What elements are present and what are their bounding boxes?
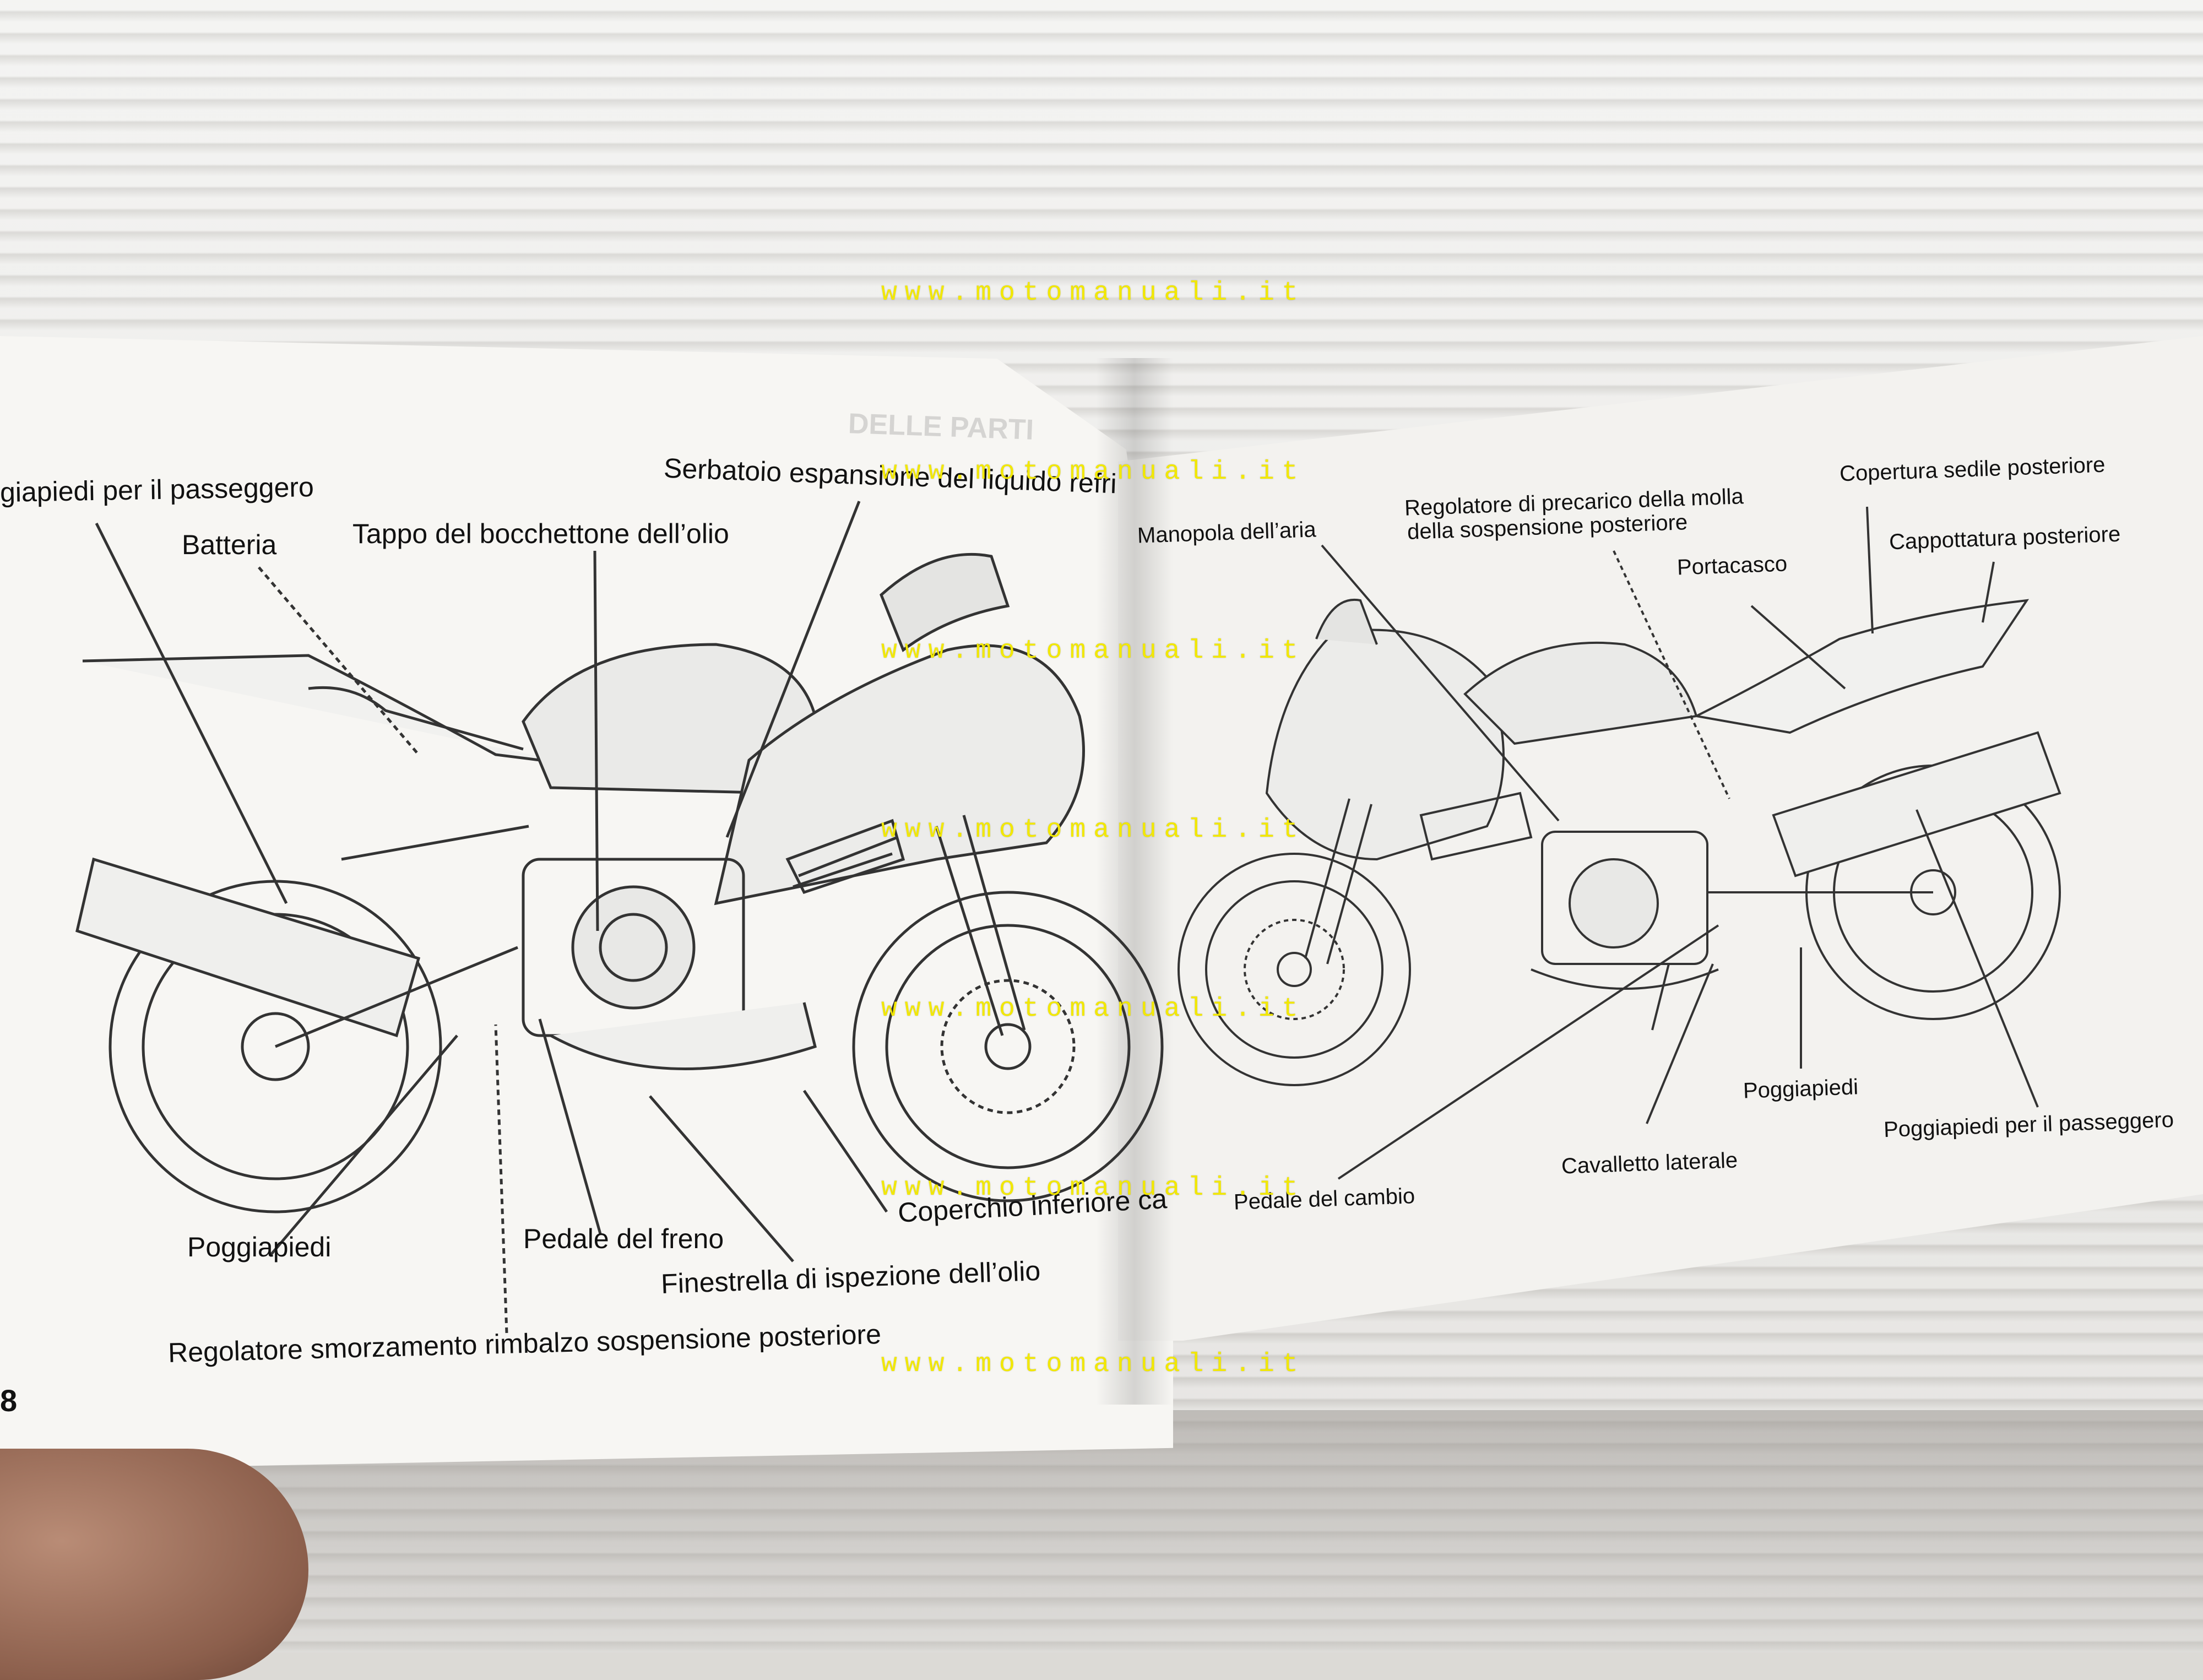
left-motorcycle-illustration (75, 501, 1164, 1334)
watermark: www.motomanuali.it (881, 1350, 1306, 1379)
thumb (0, 1449, 308, 1680)
label-footpeg: Poggiapiedi (187, 1232, 332, 1262)
right-page (1118, 336, 2203, 1341)
watermark: www.motomanuali.it (881, 815, 1306, 845)
label-footpeg-right: Poggiapiedi (1743, 1075, 1859, 1103)
label-oil-filler-cap: Tappo del bocchettone dell’olio (352, 518, 729, 549)
label-brake-pedal: Pedale del freno (523, 1223, 724, 1254)
page-number: 8 (0, 1383, 18, 1418)
watermark: www.motomanuali.it (881, 994, 1306, 1024)
label-battery: Batteria (182, 529, 277, 560)
label-passenger-footpeg: giapiedi per il passeggero (0, 472, 314, 508)
watermark: www.motomanuali.it (881, 1173, 1306, 1203)
label-helmet-holder: Portacasco (1676, 551, 1788, 580)
right-motorcycle-illustration (1178, 506, 2061, 1180)
watermark: www.motomanuali.it (881, 278, 1306, 308)
watermark: www.motomanuali.it (881, 457, 1306, 487)
book-gutter (1096, 358, 1173, 1405)
watermark: www.motomanuali.it (881, 636, 1306, 666)
